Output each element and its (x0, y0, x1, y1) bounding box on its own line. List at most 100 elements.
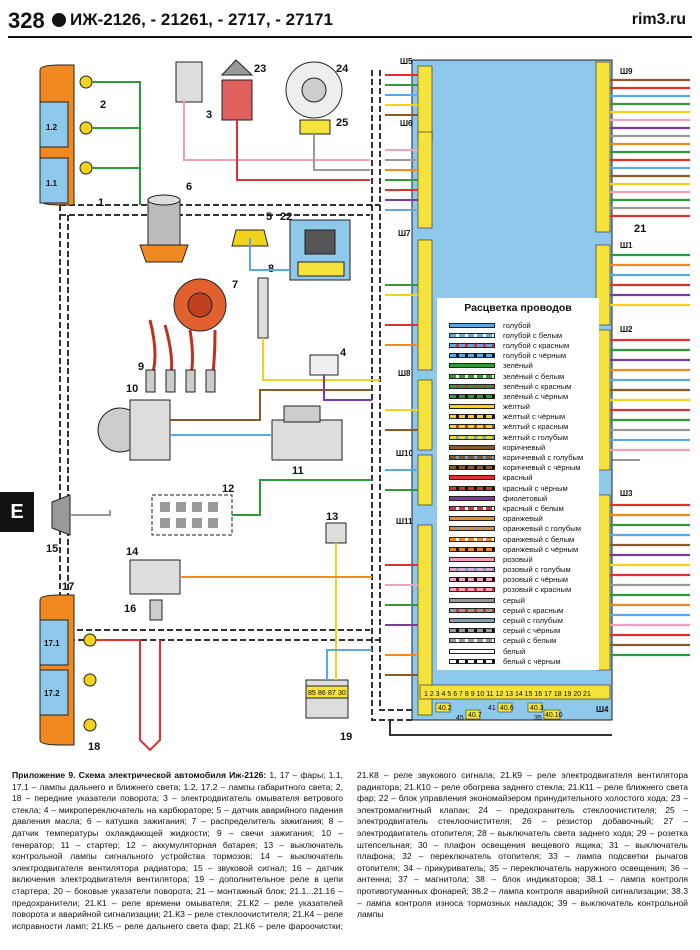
legend-label: серый с красным (503, 605, 564, 615)
legend-item: серый с красным (449, 605, 599, 615)
legend-swatch (449, 597, 495, 603)
legend-label: коричневый с голубым (503, 453, 584, 463)
fan-switch (129, 559, 181, 595)
left-pin-strips (417, 61, 611, 716)
legend-item: голубой с чёрным (449, 351, 599, 361)
legend-label: зелёный с чёрным (503, 391, 569, 401)
svg-text:22: 22 (280, 211, 292, 223)
carb-microswitch (309, 354, 339, 376)
caption-text: 1, 17 – фары; 1.1, 17.1 – лампы дальнего… (12, 770, 688, 931)
legend-swatch (449, 658, 495, 664)
svg-text:30: 30 (338, 690, 346, 697)
svg-text:19: 19 (340, 731, 352, 743)
legend-item: красный (449, 473, 599, 483)
legend-swatch (449, 414, 495, 420)
legend-label: жёлтый с голубым (503, 432, 568, 442)
svg-text:17: 17 (62, 581, 74, 593)
svg-text:21: 21 (634, 223, 646, 235)
svg-text:13: 13 (326, 511, 338, 523)
brake-switch (325, 522, 347, 544)
legend-item: голубой с красным (449, 340, 599, 350)
page-number: 328 (8, 8, 45, 33)
legend-swatch (449, 404, 495, 410)
legend-label: зелёный (503, 361, 533, 371)
svg-text:45: 45 (456, 715, 464, 722)
legend-item: розовый с красным (449, 585, 599, 595)
legend-item: коричневый (449, 442, 599, 452)
legend-item: жёлтый с голубым (449, 432, 599, 442)
svg-text:40.6: 40.6 (500, 705, 514, 712)
legend-item: серый с белым (449, 636, 599, 646)
component-numbers: 1 2 3 4 5 6 7 8 9 10 11 12 13 14 15 16 1… (46, 63, 646, 753)
legend-item: оранжевый с белым (449, 534, 599, 544)
legend-label: коричневый (503, 442, 546, 452)
horn (51, 494, 71, 536)
connector-sh5: Ш5 (400, 57, 413, 66)
svg-text:85: 85 (308, 690, 316, 697)
legend-swatch (449, 607, 495, 613)
legend-swatch (449, 373, 495, 379)
legend-item: серый (449, 595, 599, 605)
svg-text:40.2: 40.2 (438, 705, 452, 712)
legend-swatch (449, 424, 495, 430)
legend-swatch (449, 587, 495, 593)
legend-item: белый (449, 646, 599, 656)
battery (151, 494, 233, 536)
legend-swatch (449, 465, 495, 471)
solenoid-valve (220, 59, 254, 121)
lamp-17-2-label: 17.2 (44, 689, 60, 698)
legend-item: серый с голубым (449, 615, 599, 625)
legend-swatch (449, 577, 495, 583)
legend-item: розовый с чёрным (449, 575, 599, 585)
svg-text:5: 5 (266, 211, 272, 223)
legend-swatch (449, 332, 495, 338)
legend-label: голубой с красным (503, 340, 570, 350)
legend-swatch (449, 546, 495, 552)
lamp-17-1-label: 17.1 (44, 639, 60, 648)
legend-item: зелёный (449, 361, 599, 371)
connector-sh6: Ш6 (400, 119, 413, 128)
legend-item: оранжевый с голубым (449, 524, 599, 534)
legend-item: жёлтый (449, 402, 599, 412)
legend-swatch (449, 444, 495, 450)
harness-bottom (60, 629, 380, 641)
legend-item: коричневый с чёрным (449, 463, 599, 473)
connector-sh10: Ш10 (396, 449, 413, 458)
legend-label: жёлтый с красным (503, 422, 569, 432)
caption-heading: Приложение 9. Схема электрической автомо… (12, 770, 267, 780)
section-tab: Е (0, 492, 34, 532)
figure-caption: Приложение 9. Схема электрической автомо… (12, 770, 688, 932)
legend-label: розовый с красным (503, 585, 572, 595)
rear-headlamp: 17.1 17.2 (39, 594, 97, 746)
legend-label: розовый с голубым (503, 565, 571, 575)
legend-swatch (449, 495, 495, 501)
legend-swatch (449, 638, 495, 644)
legend-swatch (449, 485, 495, 491)
page-header: 328 ИЖ-2126, - 21261, - 2717, - 27171 ri… (8, 8, 692, 34)
svg-text:24: 24 (336, 63, 349, 75)
svg-text:14: 14 (126, 546, 139, 558)
bottom-relay-labels: 40.2 45 40.7 41 40.6 35 40.10 40.3 (435, 702, 563, 722)
svg-text:40.3: 40.3 (530, 705, 544, 712)
legend-swatch (449, 628, 495, 634)
connector-sh4: Ш4 (596, 705, 609, 714)
header-rule (8, 36, 692, 38)
harness-to-sh4 (389, 720, 612, 736)
legend-item: розовый (449, 554, 599, 564)
wiper-motor (285, 61, 343, 135)
legend-label: оранжевый с чёрным (503, 544, 579, 554)
legend-swatch (449, 516, 495, 522)
svg-text:9: 9 (138, 361, 144, 373)
legend-label: голубой с чёрным (503, 351, 567, 361)
legend-label: оранжевый (503, 514, 543, 524)
svg-text:87: 87 (328, 690, 336, 697)
legend-label: жёлтый (503, 402, 530, 412)
legend-label: красный с белым (503, 503, 564, 513)
legend-swatch (449, 526, 495, 532)
legend-label: серый с голубым (503, 616, 563, 626)
bottom-pin-numbers: 1 2 3 4 5 6 7 8 9 10 11 12 13 14 15 16 1… (424, 691, 591, 698)
bullet-dot (52, 13, 66, 27)
svg-text:12: 12 (222, 483, 234, 495)
svg-text:2: 2 (100, 99, 106, 111)
svg-text:1: 1 (98, 197, 104, 209)
